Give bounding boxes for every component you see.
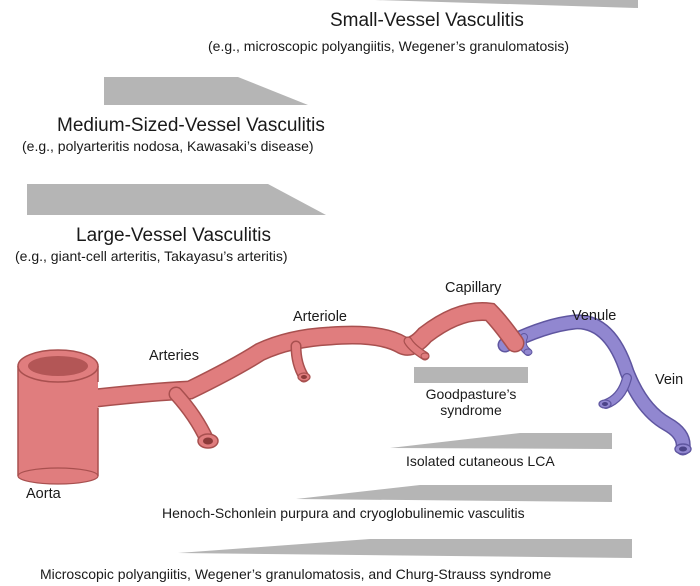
large-vessel-bar bbox=[27, 184, 326, 215]
goodpasture-line1: Goodpasture’s bbox=[425, 386, 517, 402]
medium-vessel-examples: (e.g., polyarteritis nodosa, Kawasaki’s … bbox=[22, 138, 314, 154]
large-vessel-examples: (e.g., giant-cell arteritis, Takayasu’s … bbox=[15, 248, 288, 264]
arteries-label: Arteries bbox=[149, 348, 199, 364]
vein-label: Vein bbox=[655, 372, 684, 388]
lca-bar bbox=[390, 433, 612, 449]
capillary-label: Capillary bbox=[445, 280, 502, 296]
mpa-bar bbox=[178, 539, 632, 558]
hsp-label: Henoch-Schonlein purpura and cryoglobuli… bbox=[162, 505, 525, 521]
aorta-shape bbox=[17, 349, 99, 485]
medium-vessel-bar bbox=[104, 77, 308, 105]
aorta-label: Aorta bbox=[26, 486, 61, 502]
small-vessel-bar bbox=[375, 0, 638, 8]
medium-vessel-title: Medium-Sized-Vessel Vasculitis bbox=[57, 115, 325, 136]
goodpasture-line2: syndrome bbox=[440, 402, 502, 418]
goodpasture-label: Goodpasture’s syndrome bbox=[411, 386, 531, 418]
vessel-openings bbox=[197, 348, 692, 455]
goodpasture-bar bbox=[414, 367, 528, 383]
small-vessel-examples: (e.g., microscopic polyangiitis, Wegener… bbox=[208, 38, 570, 54]
venule-label: Venule bbox=[572, 308, 617, 324]
large-vessel-title: Large-Vessel Vasculitis bbox=[76, 225, 272, 246]
lca-label: Isolated cutaneous LCA bbox=[406, 453, 555, 469]
arteriole-label: Arteriole bbox=[293, 309, 347, 325]
hsp-bar bbox=[296, 485, 612, 502]
small-vessel-title: Small-Vessel Vasculitis bbox=[330, 10, 524, 31]
mpa-label: Microscopic polyangiitis, Wegener’s gran… bbox=[40, 566, 552, 582]
